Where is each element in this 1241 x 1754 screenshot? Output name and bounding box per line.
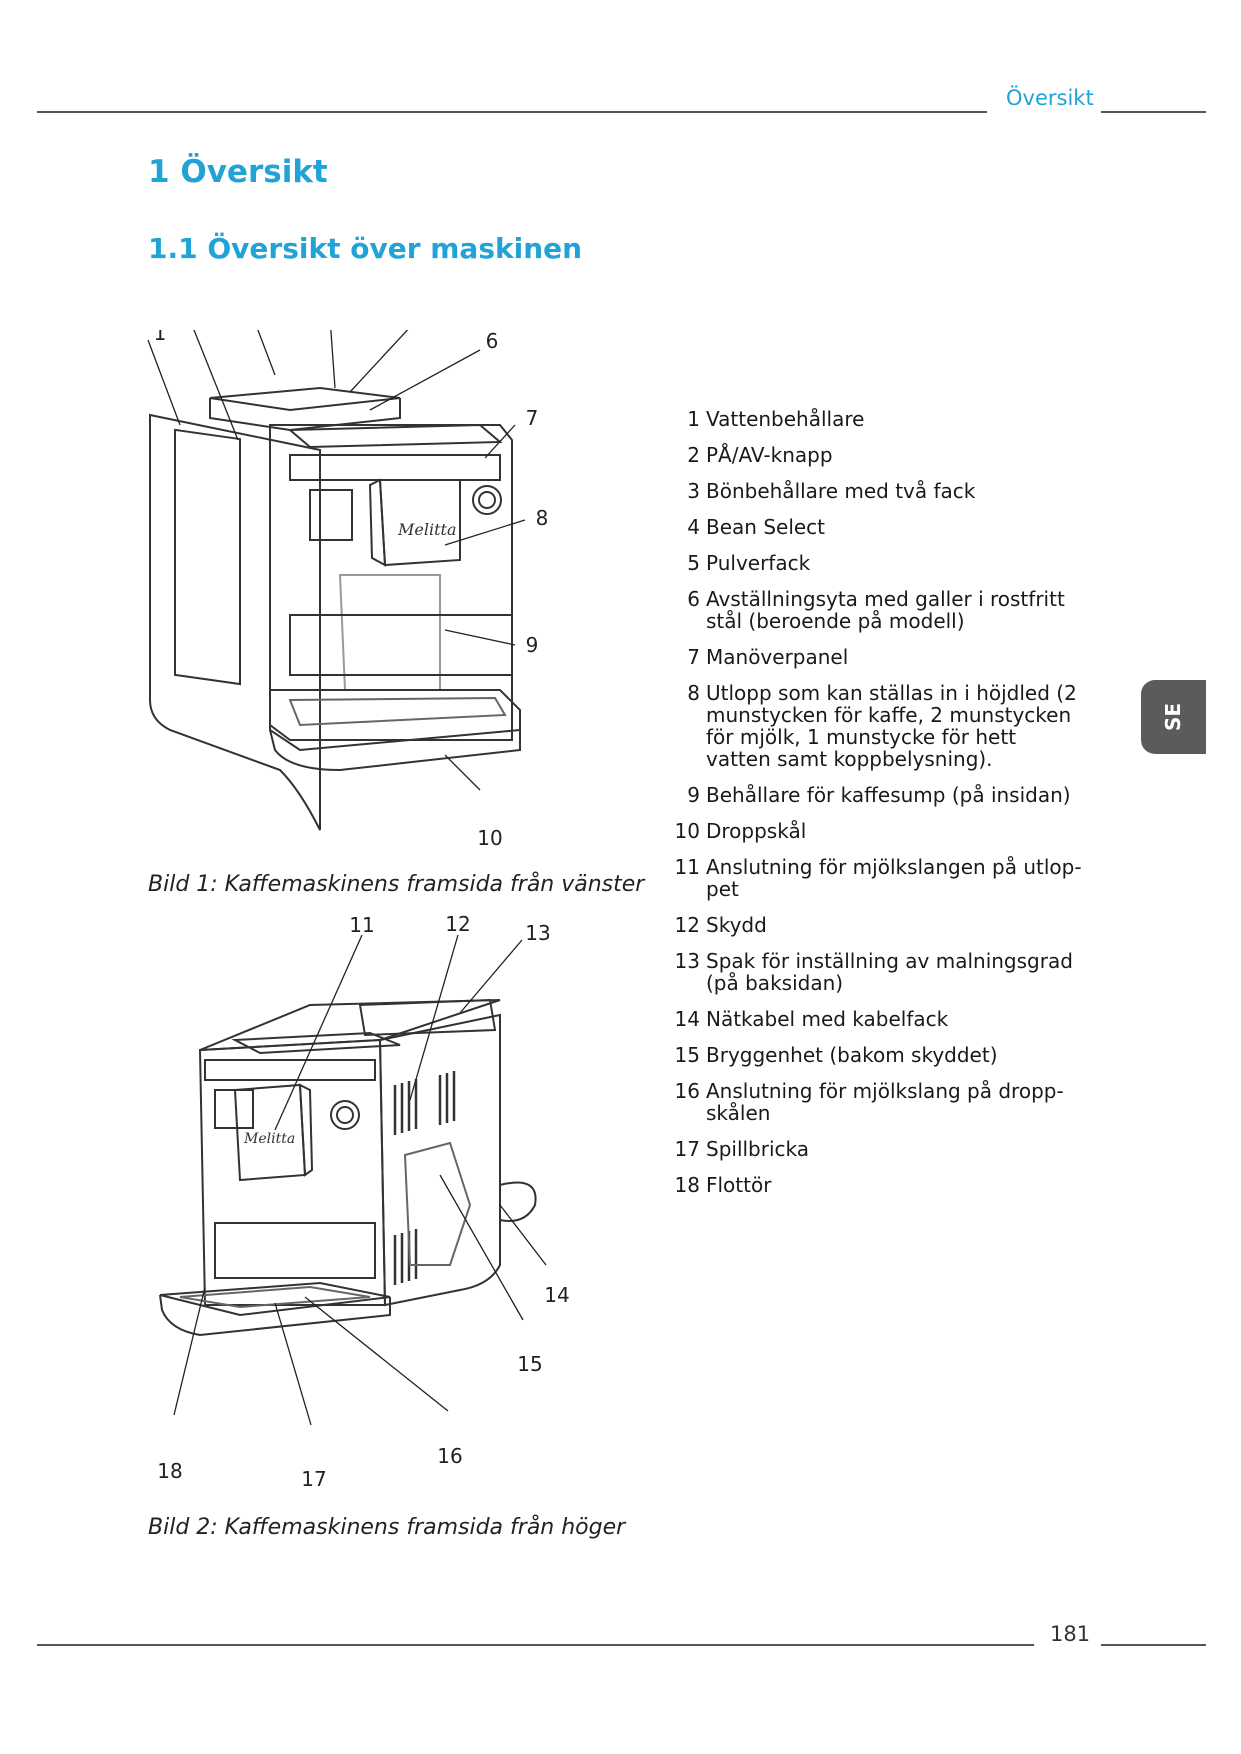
header-rule-right <box>1101 111 1206 113</box>
callout-16: 16 <box>437 1444 462 1468</box>
control-panel-strip-2 <box>204 1059 376 1081</box>
display-screen-2 <box>214 1089 254 1129</box>
machine-top <box>199 999 501 1051</box>
callout-10: 10 <box>477 826 502 850</box>
callout-12: 12 <box>445 912 470 936</box>
callout-11: 11 <box>349 913 374 937</box>
callout-14: 14 <box>544 1283 569 1307</box>
callout-15: 15 <box>517 1352 542 1376</box>
header-rule <box>37 111 987 113</box>
chapter-heading: 1 Översikt <box>148 154 328 190</box>
control-dial-2 <box>330 1100 360 1130</box>
figure-2-caption: Bild 2: Kaffemaskinens framsida från hög… <box>148 1515 626 1540</box>
machine-side-panel <box>149 413 321 831</box>
cup-warmer-grill-2 <box>231 1031 401 1055</box>
brand-logo-2: Melitta <box>243 1131 295 1147</box>
page-number: 181 <box>1050 1622 1091 1646</box>
machine-right-side <box>378 1013 501 1307</box>
grounds-container <box>289 614 513 676</box>
callout-6: 6 <box>486 330 499 353</box>
bean-container-lid <box>209 386 401 412</box>
water-tank-outline <box>174 428 241 686</box>
callout-9: 9 <box>526 633 539 657</box>
figure-1-machine-left: 1 2 3 4 5 6 7 8 9 10 Melitta <box>147 330 549 850</box>
language-tab: SE <box>1141 680 1206 754</box>
section-heading: 1.1 Översikt över maskinen <box>148 232 583 265</box>
callout-13: 13 <box>525 921 550 945</box>
power-cable <box>499 1181 537 1222</box>
callout-17: 17 <box>301 1467 326 1491</box>
display-screen <box>309 489 353 541</box>
brew-unit-cover <box>403 1141 472 1266</box>
footer-rule <box>37 1644 1034 1646</box>
bean-container-lid-2 <box>358 998 497 1037</box>
control-dial <box>472 485 502 515</box>
brand-logo: Melitta <box>397 520 456 539</box>
cup-warmer-grill <box>287 423 503 449</box>
machine-front-body <box>269 424 513 741</box>
running-header: Översikt <box>1006 86 1094 110</box>
figure-2-machine-right: 11 12 13 14 15 16 17 18 Melitta <box>157 912 569 1491</box>
callout-8: 8 <box>536 506 549 530</box>
callout-1: 1 <box>154 330 167 345</box>
grounds-container-2 <box>214 1222 376 1279</box>
callout-7: 7 <box>526 406 539 430</box>
language-tab-label: SE <box>1161 702 1186 732</box>
callout-18: 18 <box>157 1459 182 1483</box>
control-panel-strip <box>289 454 501 481</box>
footer-rule-right <box>1101 1644 1206 1646</box>
cup-outline <box>338 574 441 691</box>
figure-1-caption: Bild 1: Kaffemaskinens framsida från vän… <box>148 872 645 897</box>
